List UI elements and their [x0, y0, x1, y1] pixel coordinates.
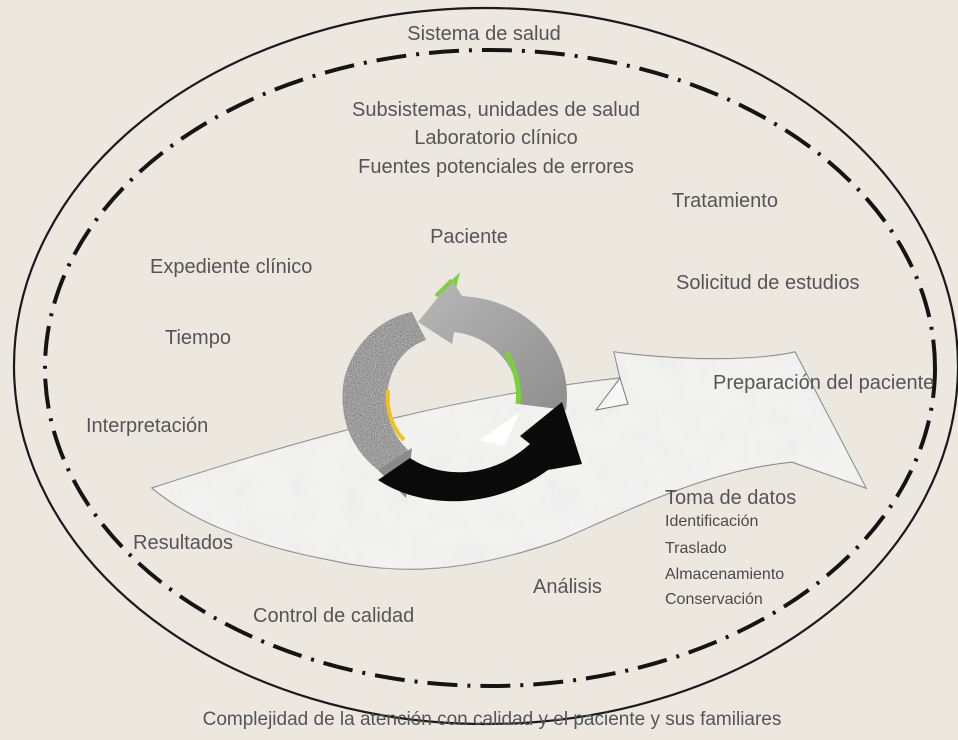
label-interpretacion: Interpretación [86, 416, 208, 436]
toma-item: Conservación [665, 592, 763, 608]
label-resultados: Resultados [133, 533, 233, 553]
toma-title: Toma de datos [665, 488, 796, 508]
label-expediente: Expediente clínico [150, 257, 312, 277]
toma-item: Identificación [665, 514, 758, 530]
inner-heading-line2: Laboratorio clínico [414, 128, 577, 148]
footer-caption: Complejidad de la atención con calidad y… [203, 710, 782, 729]
center-label: Paciente [430, 227, 508, 247]
label-analisis: Análisis [533, 577, 602, 597]
label-tratamiento: Tratamiento [672, 191, 778, 211]
toma-item: Traslado [665, 541, 727, 557]
toma-item: Almacenamiento [665, 567, 784, 583]
label-preparacion: Preparación del paciente [713, 373, 934, 393]
inner-heading-line1: Subsistemas, unidades de salud [352, 100, 640, 120]
inner-heading-line3: Fuentes potenciales de errores [358, 157, 634, 177]
label-solicitud: Solicitud de estudios [676, 273, 859, 293]
outer-title: Sistema de salud [407, 24, 560, 44]
label-tiempo: Tiempo [165, 328, 231, 348]
label-control: Control de calidad [253, 606, 414, 626]
